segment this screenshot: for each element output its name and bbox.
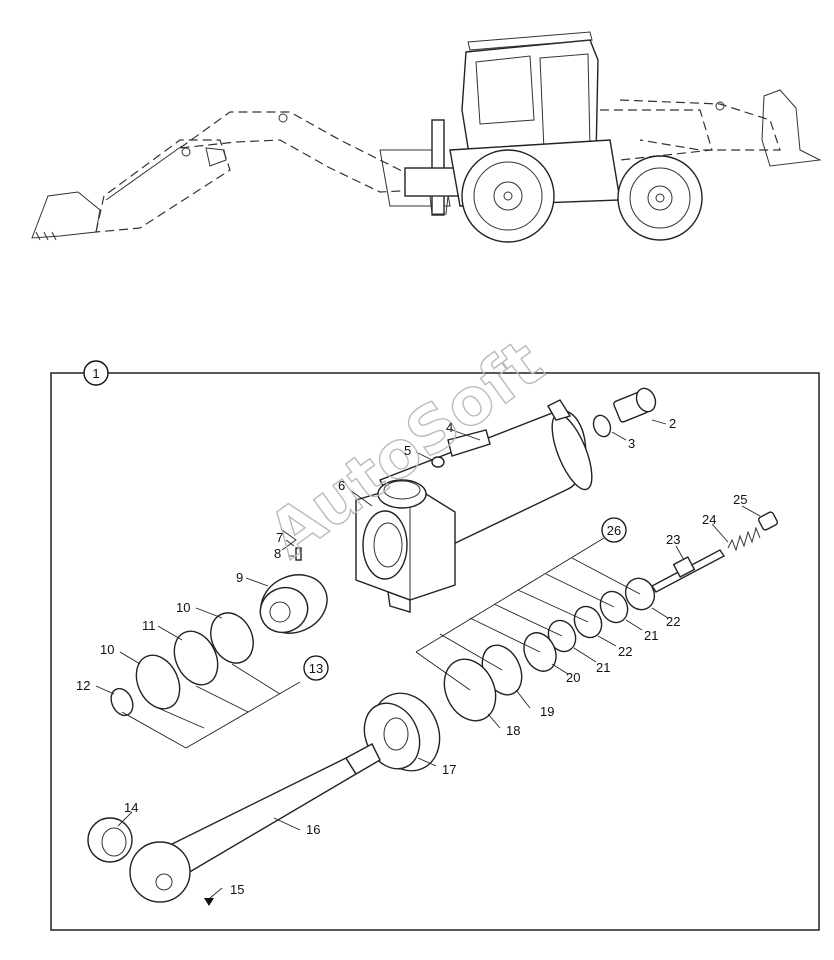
part-label: 10 bbox=[176, 600, 190, 615]
part-label: 23 bbox=[666, 532, 680, 547]
part-label: 5 bbox=[404, 443, 411, 458]
ring-10b bbox=[135, 654, 181, 710]
part-label: 9 bbox=[236, 570, 243, 585]
part-label: 24 bbox=[702, 512, 716, 527]
part-label: 4 bbox=[446, 420, 453, 435]
part-label: 16 bbox=[306, 822, 320, 837]
ring-10a bbox=[210, 612, 254, 664]
ring-12 bbox=[110, 687, 134, 717]
part-label: 22 bbox=[618, 644, 632, 659]
part-label: 10 bbox=[100, 642, 114, 657]
kit-26-leaders bbox=[415, 517, 641, 691]
gland-17 bbox=[363, 692, 441, 772]
relief-cap-25 bbox=[758, 511, 778, 531]
part-label: 3 bbox=[628, 436, 635, 451]
kit-13-leaders bbox=[121, 655, 329, 749]
part-label: 20 bbox=[566, 670, 580, 685]
part-label: 18 bbox=[506, 723, 520, 738]
bushing-14 bbox=[87, 817, 133, 863]
part-label: 2 bbox=[669, 416, 676, 431]
part-label: 17 bbox=[442, 762, 456, 777]
assembly-callout-label: 1 bbox=[92, 366, 99, 381]
part-label: 14 bbox=[124, 800, 138, 815]
kit-26-label: 26 bbox=[607, 523, 621, 538]
part-label: 21 bbox=[644, 628, 658, 643]
part-label: 8 bbox=[274, 546, 281, 561]
relief-spring-24 bbox=[727, 526, 761, 552]
part-label: 21 bbox=[596, 660, 610, 675]
seal-ring-3 bbox=[592, 414, 612, 438]
ring-11 bbox=[173, 630, 219, 686]
assembly-callout: 1 bbox=[83, 360, 109, 386]
part-label: 6 bbox=[338, 478, 345, 493]
part-labels: 2 3 4 5 6 7 8 9 10 10 11 12 13 14 15 16 … bbox=[76, 416, 747, 897]
port-plug-2 bbox=[613, 387, 657, 423]
assembly-frame bbox=[50, 372, 820, 931]
part-label: 22 bbox=[666, 614, 680, 629]
relief-valve-stem-23 bbox=[650, 549, 726, 593]
part-label: 11 bbox=[142, 618, 156, 633]
part-label: 15 bbox=[230, 882, 244, 897]
part-label: 12 bbox=[76, 678, 90, 693]
part-label: 19 bbox=[540, 704, 554, 719]
kit-13-label: 13 bbox=[309, 661, 323, 676]
cylinder-barrel bbox=[355, 399, 593, 613]
piston-9 bbox=[259, 574, 328, 634]
part-label: 7 bbox=[276, 530, 283, 545]
grease-fitting-15 bbox=[204, 898, 214, 906]
piston-rod-16 bbox=[129, 743, 381, 903]
part-label: 25 bbox=[733, 492, 747, 507]
backhoe-loader-illustration bbox=[31, 31, 822, 243]
